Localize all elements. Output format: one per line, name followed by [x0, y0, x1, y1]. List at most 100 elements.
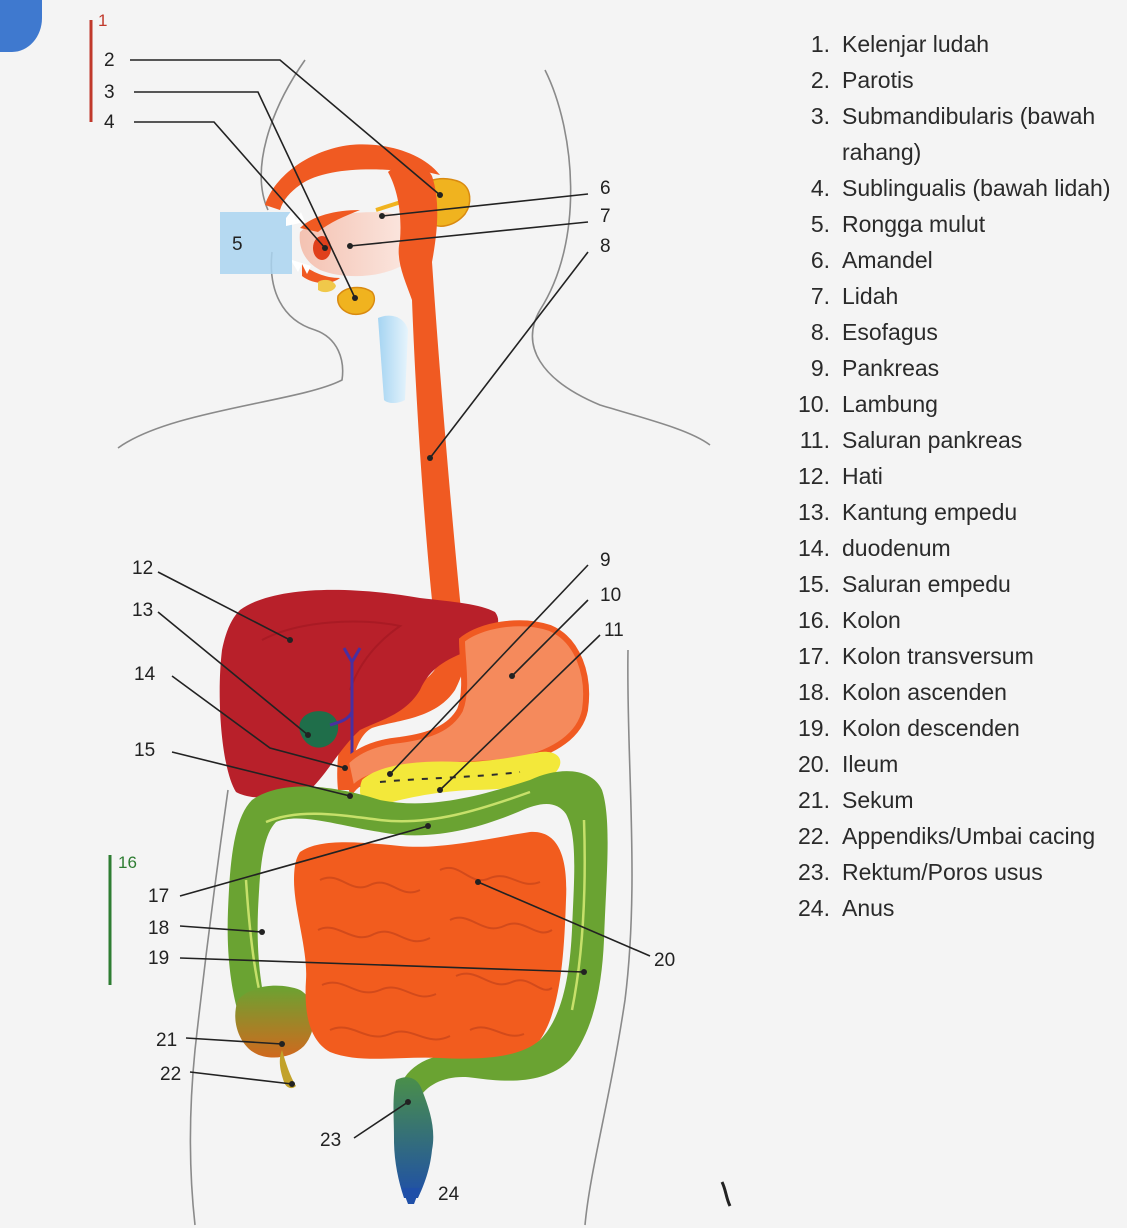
trachea: [378, 316, 408, 403]
legend-item: 6.Amandel: [780, 242, 1120, 278]
label-21: 21: [156, 1030, 177, 1051]
legend-item-text: Lidah: [842, 278, 1120, 314]
label-22: 22: [160, 1064, 181, 1085]
label-6: 6: [600, 178, 611, 199]
legend-item-number: 3.: [780, 98, 842, 134]
rectum: [394, 1077, 434, 1198]
legend-item: 11.Saluran pankreas: [780, 422, 1120, 458]
label-15: 15: [134, 740, 155, 761]
legend-item: 18.Kolon ascenden: [780, 674, 1120, 710]
legend-item: 21.Sekum: [780, 782, 1120, 818]
legend-item-number: 22.: [780, 818, 842, 854]
legend-item-text: Kolon: [842, 602, 1120, 638]
legend-item: 1.Kelenjar ludah: [780, 26, 1120, 62]
label-17: 17: [148, 886, 169, 907]
label-10: 10: [600, 585, 621, 606]
legend-item: 3.Submandibularis (bawah rahang): [780, 98, 1120, 170]
legend-item-text: Rektum/Poros usus: [842, 854, 1120, 890]
legend-item: 14.duodenum: [780, 530, 1120, 566]
label-14: 14: [134, 664, 156, 685]
legend-item-number: 17.: [780, 638, 842, 674]
legend-item-text: Anus: [842, 890, 1120, 926]
legend-item-text: Saluran pankreas: [842, 422, 1120, 458]
legend-item-number: 18.: [780, 674, 842, 710]
legend-item-number: 19.: [780, 710, 842, 746]
label-9: 9: [600, 550, 611, 571]
legend-item: 16.Kolon: [780, 602, 1120, 638]
legend-item-number: 5.: [780, 206, 842, 242]
label-24: 24: [438, 1184, 460, 1205]
legend-item-number: 13.: [780, 494, 842, 530]
legend-item: 24.Anus: [780, 890, 1120, 926]
legend-item-number: 11.: [780, 422, 842, 458]
legend-item: 17.Kolon transversum: [780, 638, 1120, 674]
scratch-mark: [722, 1182, 730, 1206]
digestive-system-diagram: 1 16: [0, 0, 770, 1228]
legend-item: 19.Kolon descenden: [780, 710, 1120, 746]
legend-item: 22.Appendiks/Umbai cacing: [780, 818, 1120, 854]
legend-item-text: Sublingualis (bawah lidah): [842, 170, 1120, 206]
legend-item-number: 7.: [780, 278, 842, 314]
label-4: 4: [104, 112, 115, 133]
legend-item-text: Kelenjar ludah: [842, 26, 1120, 62]
legend-item-number: 23.: [780, 854, 842, 890]
legend-item-text: Lambung: [842, 386, 1120, 422]
legend-item-text: Rongga mulut: [842, 206, 1120, 242]
legend-item-text: Kolon ascenden: [842, 674, 1120, 710]
mouth-cavity-box: [220, 212, 292, 274]
label-3: 3: [104, 82, 115, 103]
legend-item: 23.Rektum/Poros usus: [780, 854, 1120, 890]
legend-item-text: Kolon descenden: [842, 710, 1120, 746]
small-intestine: [294, 832, 566, 1059]
group-16-label: 16: [118, 853, 137, 872]
legend-item-number: 14.: [780, 530, 842, 566]
legend-item-number: 15.: [780, 566, 842, 602]
legend-item-number: 20.: [780, 746, 842, 782]
legend-item-number: 16.: [780, 602, 842, 638]
legend-item-text: Kolon transversum: [842, 638, 1120, 674]
legend-item-number: 4.: [780, 170, 842, 206]
legend-item-number: 1.: [780, 26, 842, 62]
legend-item: 8.Esofagus: [780, 314, 1120, 350]
legend-item: 13.Kantung empedu: [780, 494, 1120, 530]
legend-item-number: 10.: [780, 386, 842, 422]
legend-item-number: 2.: [780, 62, 842, 98]
label-5: 5: [232, 234, 243, 255]
legend-item: 20.Ileum: [780, 746, 1120, 782]
label-19: 19: [148, 948, 169, 969]
legend-item-text: Hati: [842, 458, 1120, 494]
legend-item: 10.Lambung: [780, 386, 1120, 422]
legend-item-text: Esofagus: [842, 314, 1120, 350]
label-11: 11: [604, 620, 624, 641]
legend-item: 5.Rongga mulut: [780, 206, 1120, 242]
legend-item-number: 12.: [780, 458, 842, 494]
label-13: 13: [132, 600, 153, 621]
legend-item: 2.Parotis: [780, 62, 1120, 98]
label-23: 23: [320, 1130, 341, 1151]
legend-item-text: Kantung empedu: [842, 494, 1120, 530]
legend-item-text: Sekum: [842, 782, 1120, 818]
legend-item-text: Ileum: [842, 746, 1120, 782]
legend-item: 9.Pankreas: [780, 350, 1120, 386]
legend-item-text: Pankreas: [842, 350, 1120, 386]
group-1-label: 1: [98, 11, 107, 30]
cecum: [235, 986, 314, 1058]
legend-item: 15.Saluran empedu: [780, 566, 1120, 602]
legend-item-text: Appendiks/Umbai cacing: [842, 818, 1120, 854]
label-2: 2: [104, 50, 115, 71]
label-7: 7: [600, 206, 611, 227]
legend-item-text: duodenum: [842, 530, 1120, 566]
legend-item-number: 24.: [780, 890, 842, 926]
legend-item-number: 6.: [780, 242, 842, 278]
legend-item-number: 8.: [780, 314, 842, 350]
legend-item: 12.Hati: [780, 458, 1120, 494]
legend-item: 4.Sublingualis (bawah lidah): [780, 170, 1120, 206]
legend-item-text: Parotis: [842, 62, 1120, 98]
legend-item-text: Saluran empedu: [842, 566, 1120, 602]
legend-item-text: Submandibularis (bawah rahang): [842, 98, 1120, 170]
legend-item: 7.Lidah: [780, 278, 1120, 314]
label-8: 8: [600, 236, 611, 257]
legend-item-number: 21.: [780, 782, 842, 818]
label-20: 20: [654, 950, 675, 971]
